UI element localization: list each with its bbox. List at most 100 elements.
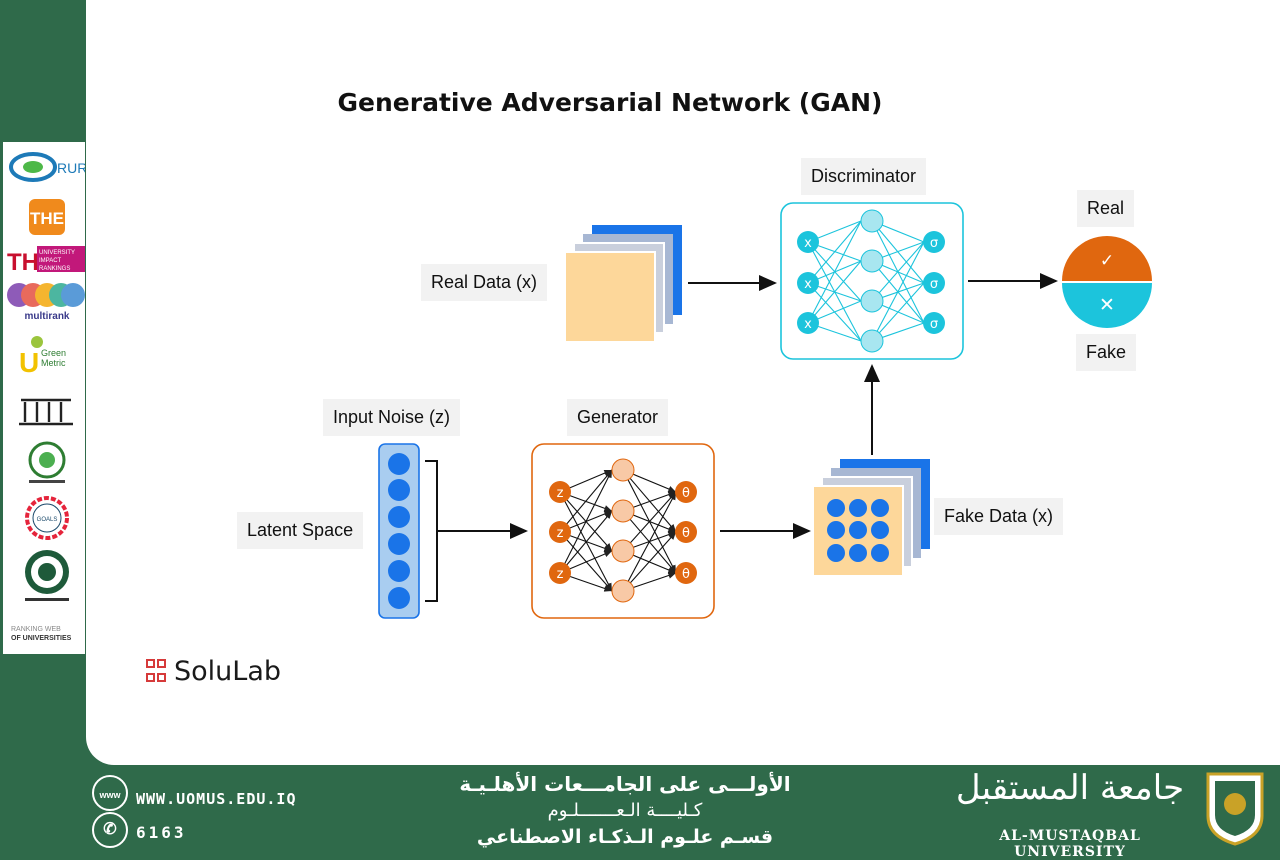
generator-input-symbol: z [557, 567, 564, 582]
fake-half [1062, 283, 1152, 328]
generator-hidden-node [611, 499, 635, 523]
latent-node [388, 533, 410, 555]
svg-text:UNIVERSITY: UNIVERSITY [39, 250, 75, 256]
federation-of-arab-engineers-seal [7, 548, 85, 606]
university-crest-icon [1206, 772, 1264, 846]
diagram-title: Generative Adversarial Network (GAN) [86, 88, 1280, 117]
fake-data-dot [871, 544, 889, 562]
cross-icon: ✕ [1099, 294, 1115, 316]
fake-data-stack [812, 459, 930, 577]
fake-data-dot [849, 499, 867, 517]
footer-phone: 6163 [136, 823, 187, 842]
real-data-label: Real Data (x) [421, 264, 548, 301]
web-icon-text: www [99, 790, 121, 800]
rur-logo: RUR [7, 148, 87, 186]
fake-data-dot [849, 544, 867, 562]
generator-output-symbol: θ [682, 567, 690, 582]
discriminator-output-node [923, 231, 945, 253]
real-half [1062, 236, 1152, 281]
fake-data-dot [827, 499, 845, 517]
fake-data-label: Fake Data (x) [934, 498, 1064, 535]
discriminator-edge [871, 241, 925, 302]
discriminator-label: Discriminator [801, 158, 927, 195]
discriminator-output-node [923, 272, 945, 294]
generator-hidden-node [611, 539, 635, 563]
discriminator-output-symbol: σ [930, 317, 938, 332]
generator-output-node [675, 562, 697, 584]
latent-node [388, 453, 410, 475]
discriminator-edge [807, 260, 862, 324]
generator-edge [559, 469, 613, 574]
solulab-mark-icon [146, 659, 166, 682]
generator-edge [622, 531, 677, 592]
latent-node [388, 560, 410, 582]
generator-edge [559, 469, 613, 533]
the-logo: THE [7, 198, 85, 236]
discriminator-network: x x x σ σ σ [797, 209, 945, 353]
solulab-brand: SoluLab [146, 656, 281, 687]
svg-text:GOALS: GOALS [37, 517, 58, 523]
discriminator-output-symbol: σ [930, 277, 938, 292]
generator-input-node [549, 481, 571, 503]
discriminator-hidden-node [860, 249, 884, 273]
check-icon: ✓ [1100, 251, 1114, 271]
svg-text:U: U [19, 347, 39, 378]
footer-arabic-line1: الأولـــى على الجامـــعات الأهلـيـة [459, 772, 791, 796]
real-label: Real [1077, 190, 1135, 227]
phone-icon: ✆ [92, 812, 128, 848]
discriminator-hidden-node [860, 209, 884, 233]
footer-arabic-line3: قسـم علـوم الـذكـاء الاصطناعي [476, 826, 774, 848]
generator-input-symbol: z [557, 486, 564, 501]
discriminator-input-symbol: x [804, 317, 812, 332]
discriminator-input-node [797, 272, 819, 294]
generator-output-symbol: θ [682, 486, 690, 501]
web-icon: www [92, 775, 128, 811]
generator-input-node [549, 562, 571, 584]
diagram-title-text: Generative Adversarial Network (GAN) [337, 88, 883, 117]
generator-hidden-node [611, 579, 635, 603]
sdgs-logo: GOALS [7, 496, 85, 540]
generator-hidden-node [611, 458, 635, 482]
university-name-arabic: جامعة المستقبل [955, 768, 1185, 808]
generator-edge [559, 510, 613, 574]
discriminator-edge [871, 241, 925, 342]
generator-input-node [549, 521, 571, 543]
discriminator-output-node [923, 312, 945, 334]
fake-data-dot [849, 521, 867, 539]
ranking-web-logo: RANKING WEB OF UNIVERSITIES [7, 620, 85, 644]
latent-vector [378, 443, 438, 619]
latent-node [388, 479, 410, 501]
latent-space-label: Latent Space [237, 512, 364, 549]
slide-canvas [86, 0, 1280, 765]
discriminator-input-symbol: x [804, 277, 812, 292]
discriminator-edge [807, 220, 862, 284]
arab-universities-seal [7, 440, 85, 488]
generator-edge [622, 491, 677, 552]
svg-text:Green: Green [41, 348, 66, 358]
svg-text:OF UNIVERSITIES: OF UNIVERSITIES [11, 635, 72, 642]
svg-text:RANKING WEB: RANKING WEB [11, 626, 61, 633]
discriminator-edge [807, 220, 862, 324]
fake-data-dot [827, 544, 845, 562]
generator-output-node [675, 521, 697, 543]
discriminator-output-symbol: σ [930, 236, 938, 251]
real-data-stack [564, 225, 682, 343]
fake-data-dot [871, 499, 889, 517]
latent-node [388, 506, 410, 528]
generator-output-node [675, 481, 697, 503]
discriminator-input-symbol: x [804, 236, 812, 251]
multirank-text: multirank [24, 311, 69, 322]
footer-website[interactable]: WWW.UOMUS.EDU.IQ [136, 790, 297, 808]
discriminator-edge [871, 282, 925, 342]
multirank-logo: multirank [7, 280, 85, 322]
institution-icon [7, 394, 85, 428]
fake-label: Fake [1076, 334, 1137, 371]
svg-text:Metric: Metric [41, 358, 66, 368]
discriminator-input-node [797, 231, 819, 253]
rur-text: RUR [57, 160, 85, 176]
latent-node [388, 587, 410, 609]
